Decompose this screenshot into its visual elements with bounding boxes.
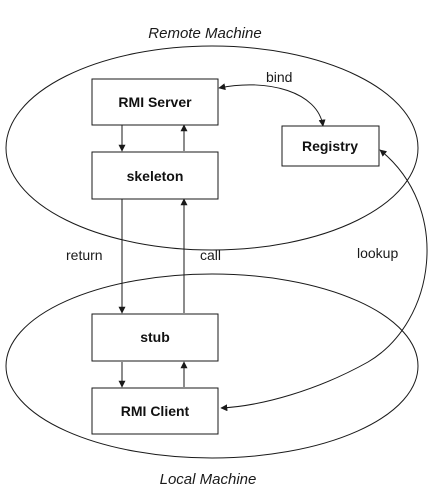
bind-label: bind — [266, 69, 292, 85]
rmi-server-node: RMI Server — [91, 78, 219, 126]
remote-machine-label: Remote Machine — [148, 25, 261, 42]
remote-machine-boundary — [5, 45, 419, 251]
skeleton-node: skeleton — [91, 151, 219, 200]
rmi-client-node: RMI Client — [91, 387, 219, 435]
stub-label: stub — [140, 329, 170, 345]
local-machine-boundary — [5, 273, 419, 459]
stub-node: stub — [91, 313, 219, 362]
lookup-label: lookup — [357, 245, 398, 261]
local-machine-label: Local Machine — [160, 471, 257, 488]
skeleton-label: skeleton — [127, 168, 184, 184]
bind-arrow — [218, 83, 326, 127]
registry-label: Registry — [302, 138, 358, 154]
rmi-client-label: RMI Client — [121, 403, 190, 419]
registry-node: Registry — [281, 125, 380, 167]
call-label: call — [200, 247, 221, 263]
return-label: return — [66, 247, 103, 263]
lookup-arrow — [220, 149, 428, 412]
rmi-server-label: RMI Server — [118, 94, 192, 110]
